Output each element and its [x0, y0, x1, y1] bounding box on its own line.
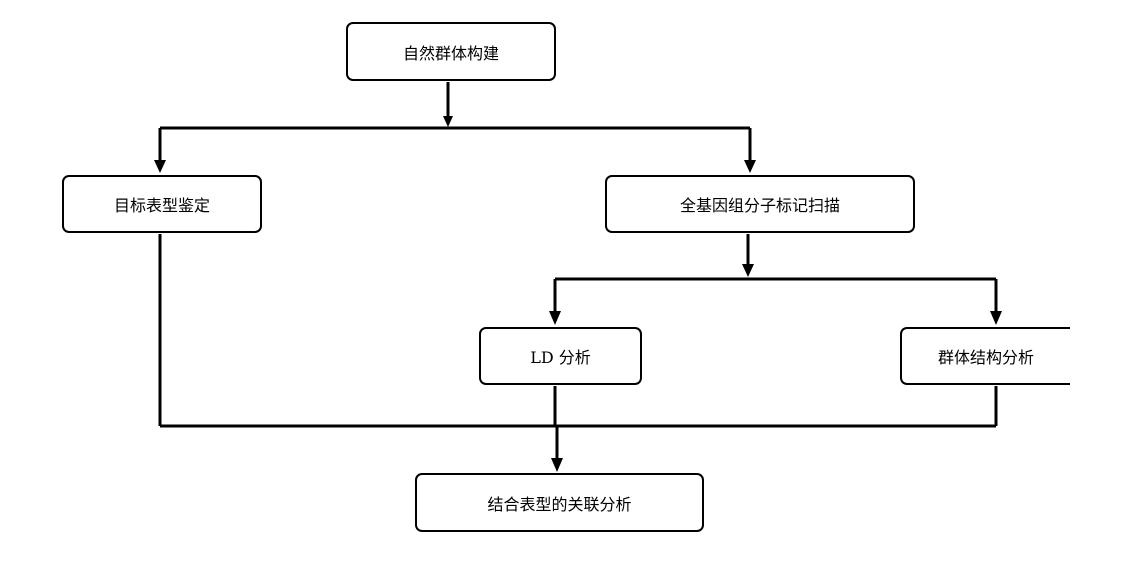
node-genome-marker-scan: 全基因组分子标记扫描 — [605, 175, 915, 233]
node-ld-analysis-label: LD 分析 — [530, 348, 591, 367]
arrowhead-scan-down — [742, 264, 754, 277]
arrowhead-association — [551, 458, 563, 472]
arrowhead-build — [443, 116, 453, 127]
arrowhead-scan — [744, 160, 756, 173]
node-ld-analysis: LD 分析 — [479, 327, 642, 385]
node-population-construction-label: 自然群体构建 — [402, 43, 499, 63]
node-genome-marker-scan-label: 全基因组分子标记扫描 — [679, 196, 840, 215]
node-phenotype-identification-label: 目标表型鉴定 — [113, 196, 210, 215]
node-association-analysis: 结合表型的关联分析 — [415, 473, 704, 532]
arrowhead-phenotype — [154, 160, 166, 173]
arrowhead-ld — [549, 311, 561, 325]
node-population-structure-analysis: 群体结构分析 — [900, 327, 1070, 385]
node-population-structure-analysis-label: 群体结构分析 — [937, 348, 1034, 367]
arrowhead-structure — [990, 311, 1002, 325]
node-association-analysis-label: 结合表型的关联分析 — [487, 494, 632, 514]
node-population-construction: 自然群体构建 — [346, 22, 556, 81]
node-phenotype-identification: 目标表型鉴定 — [62, 175, 262, 233]
